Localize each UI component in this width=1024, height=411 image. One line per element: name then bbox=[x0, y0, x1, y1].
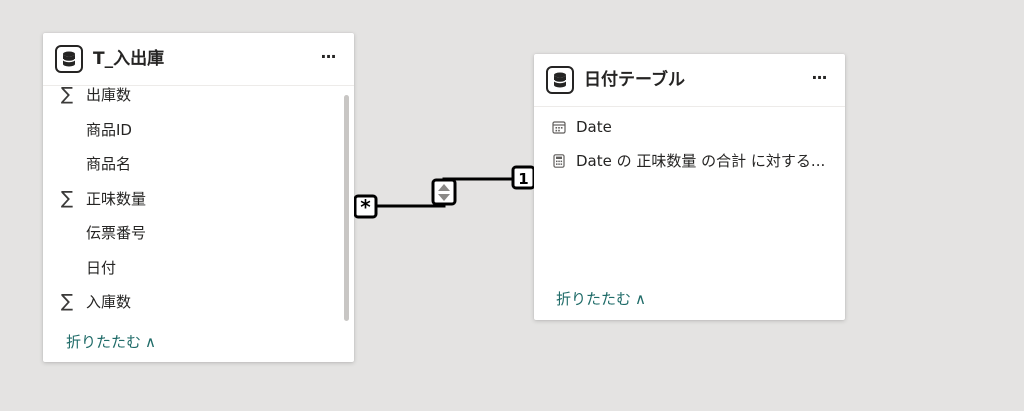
field-name: 日付 bbox=[86, 259, 117, 277]
sum-icon: ∑ bbox=[61, 188, 74, 209]
field-row[interactable]: 日付 bbox=[43, 253, 334, 283]
field-name: 商品ID bbox=[86, 121, 132, 139]
field-row[interactable]: 商品ID bbox=[43, 115, 334, 145]
sum-icon: ∑ bbox=[61, 84, 74, 105]
field-name: 商品名 bbox=[86, 155, 132, 173]
scrollbar[interactable] bbox=[344, 95, 349, 321]
collapse-link[interactable]: 折りたたむ∧ bbox=[556, 289, 646, 309]
field-name: Date bbox=[576, 118, 612, 136]
one-cardinality-label: 1 bbox=[518, 170, 528, 188]
many-cardinality-marker: * bbox=[353, 194, 378, 219]
database-icon bbox=[55, 45, 83, 73]
field-row[interactable]: ∑ 入庫数 bbox=[43, 287, 334, 317]
collapse-link[interactable]: 折りたたむ∧ bbox=[66, 332, 156, 352]
field-row[interactable]: Date の 正味数量 の合計 に対する... bbox=[534, 146, 837, 176]
table-card-date-table[interactable]: 日付テーブル ··· Date Date の 正味数量 の合計 に対する... bbox=[534, 54, 845, 320]
table-title: 日付テーブル bbox=[584, 70, 685, 90]
many-cardinality-label: * bbox=[360, 195, 371, 219]
table-header[interactable]: 日付テーブル ··· bbox=[534, 54, 845, 107]
sum-icon: ∑ bbox=[61, 291, 74, 312]
collapse-label: 折りたたむ bbox=[556, 290, 632, 308]
field-row[interactable]: Date bbox=[534, 112, 837, 142]
field-name: Date の 正味数量 の合計 に対する... bbox=[576, 152, 826, 170]
field-row[interactable]: ∑ 正味数量 bbox=[43, 184, 334, 214]
calculator-icon bbox=[553, 154, 565, 168]
field-name: 正味数量 bbox=[86, 190, 147, 208]
field-row[interactable]: 商品名 bbox=[43, 149, 334, 179]
chevron-up-icon: ∧ bbox=[635, 290, 646, 308]
more-options-button[interactable]: ··· bbox=[320, 47, 336, 66]
chevron-up-icon: ∧ bbox=[145, 333, 156, 351]
database-icon bbox=[546, 66, 574, 94]
more-options-button[interactable]: ··· bbox=[811, 68, 827, 87]
one-cardinality-marker: 1 bbox=[511, 165, 536, 190]
calendar-icon bbox=[552, 121, 566, 134]
table-title: T_入出庫 bbox=[93, 49, 165, 69]
table-header[interactable]: T_入出庫 ··· bbox=[43, 33, 354, 86]
collapse-label: 折りたたむ bbox=[66, 333, 142, 351]
field-row[interactable]: ∑ 出庫数 bbox=[43, 80, 334, 110]
table-card-t-nyushukko[interactable]: T_入出庫 ··· ∑ 出庫数 商品ID 商品名 ∑ 正味数量 伝票番号 日付 … bbox=[43, 33, 354, 362]
bidirectional-filter-icon[interactable] bbox=[431, 178, 457, 206]
field-name: 出庫数 bbox=[86, 86, 132, 104]
field-name: 入庫数 bbox=[86, 293, 132, 311]
field-row[interactable]: 伝票番号 bbox=[43, 218, 334, 248]
field-name: 伝票番号 bbox=[86, 224, 147, 242]
